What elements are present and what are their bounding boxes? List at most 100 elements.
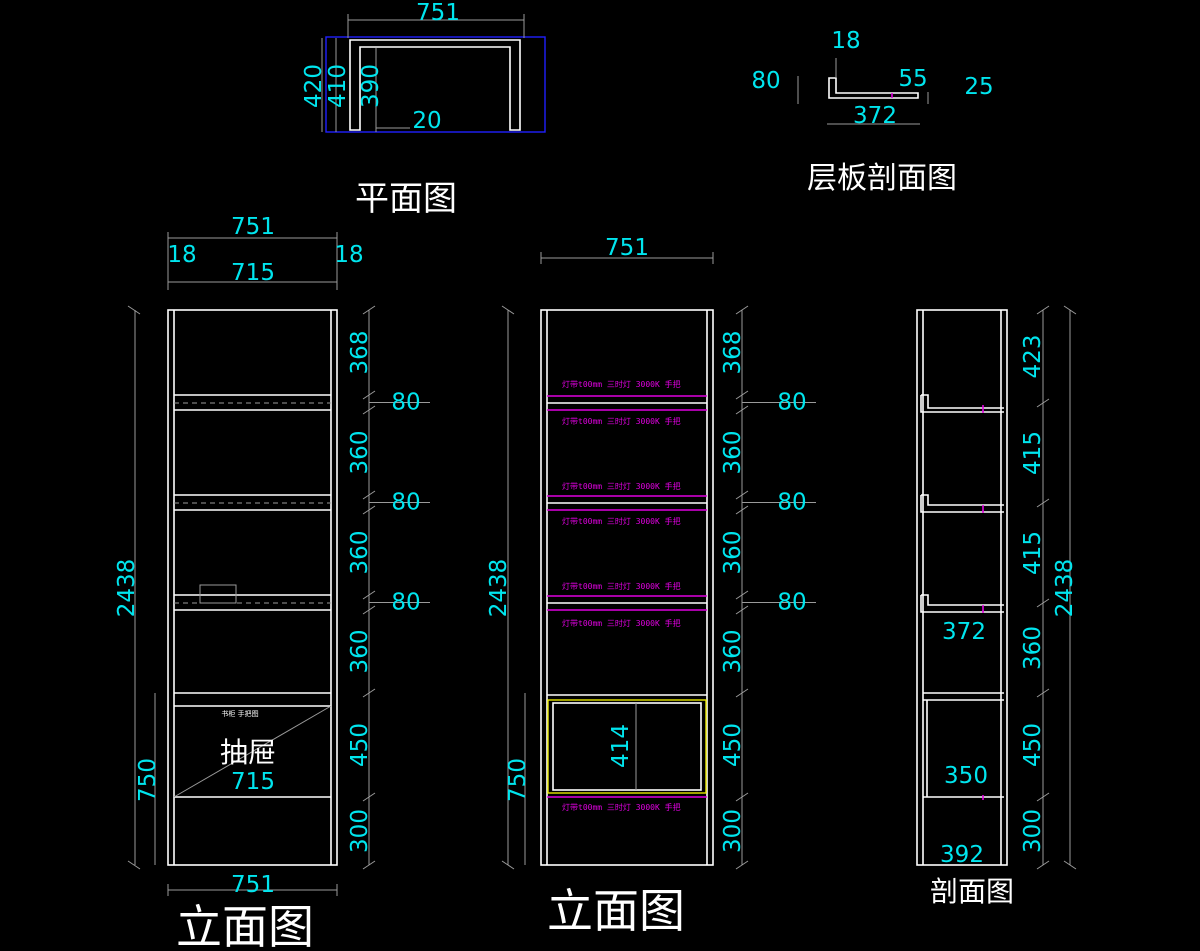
- elev-left-drawer-small-label: 书柜 手把图: [221, 709, 258, 718]
- shelf-section-view: 18 80 55 25 372 层板剖面图: [751, 28, 993, 196]
- plan-width-dimline: [347, 14, 525, 38]
- dim-chain-label: 450: [347, 723, 373, 767]
- section-shelves: [920, 394, 1004, 613]
- section-drawer: [923, 692, 1004, 798]
- dim-chain-label: 360: [1020, 626, 1046, 670]
- elev-left-drawer-height: 750: [135, 758, 161, 802]
- elev-center-drawer-front: [547, 699, 707, 794]
- dim-chain-label: 300: [720, 809, 746, 853]
- shelf-edge-label: 25: [964, 74, 993, 100]
- light-note: 灯带t00mm 三时灯 3000K 手把: [562, 802, 681, 812]
- dim-chain-label: 368: [347, 331, 373, 375]
- plan-depth-inner-label: 390: [358, 64, 384, 108]
- plan-title: 平面图: [355, 179, 457, 219]
- elevation-center: 751 414 灯带t00mm 三时灯 3000K 手把 灯带t00mm 三时灯…: [486, 235, 816, 938]
- section-view: 2438 423 415 415 360 450 300 372 350 392 剖面图: [916, 305, 1078, 908]
- section-title: 剖面图: [930, 875, 1014, 908]
- section-total-height: 2438: [1052, 559, 1078, 618]
- dim-chain-label: 360: [720, 431, 746, 475]
- elev-left-total-height: 2438: [114, 559, 140, 618]
- shelf-section-title: 层板剖面图: [807, 161, 957, 196]
- elev-center-outer: [540, 309, 714, 866]
- dim-chain-label: 300: [1020, 809, 1046, 853]
- elevation-left: 751 18 18 715 抽屉 书柜 手把图 715 2438 750 368…: [114, 214, 430, 951]
- elev-center-shelves: [547, 402, 707, 696]
- elev-center-right-dims: 368 80 360 80 360 80 360 450 300: [720, 305, 816, 870]
- elev-center-light-strips: [547, 395, 707, 798]
- elev-left-outlet: [199, 584, 237, 604]
- light-note: 灯带t00mm 三时灯 3000K 手把: [562, 516, 681, 526]
- elev-left-bottom-width: 751: [231, 872, 275, 898]
- elev-center-opening-height: 414: [608, 724, 634, 768]
- plan-cabinet: [349, 39, 521, 131]
- dim-chain-label: 360: [347, 630, 373, 674]
- dim-chain-line: [1036, 305, 1050, 870]
- section-shelf-depth: 372: [942, 619, 986, 645]
- dim-chain-label: 360: [347, 431, 373, 475]
- light-note: 灯带t00mm 三时灯 3000K 手把: [562, 416, 681, 426]
- dim-chain-label: 80: [391, 390, 420, 416]
- dim-chain-label: 80: [777, 490, 806, 516]
- elev-center-top-width: 751: [605, 235, 649, 261]
- light-note: 灯带t00mm 三时灯 3000K 手把: [562, 379, 681, 389]
- elev-left-right-dims: 368 80 360 80 360 80 360 450 300: [347, 305, 430, 870]
- dim-chain-label: 450: [1020, 723, 1046, 767]
- elev-left-inner-width: 715: [231, 260, 275, 286]
- dim-chain-label: 423: [1020, 335, 1046, 379]
- dim-chain-line: [362, 305, 376, 870]
- elev-center-title: 立面图: [547, 884, 685, 938]
- elev-left-top-width: 751: [231, 214, 275, 240]
- plan-view: 751 420 410 390 20 平面图: [301, 0, 546, 219]
- elev-left-outer: [167, 309, 338, 866]
- dim-chain-label: 80: [777, 390, 806, 416]
- plan-depth-outer-label: 420: [301, 64, 327, 108]
- section-right-dims: 423 415 415 360 450 300: [1020, 305, 1050, 870]
- elev-left-side-right: 18: [334, 242, 363, 268]
- shelf-height-label: 80: [751, 68, 780, 94]
- elev-left-shelf-hidden: [174, 402, 331, 604]
- plan-panel-label: 20: [412, 108, 441, 134]
- shelf-depth-label: 372: [853, 103, 897, 129]
- shelf-lip-label: 55: [898, 66, 927, 92]
- shelf-thickness-label: 18: [831, 28, 860, 54]
- elev-center-light-notes: 灯带t00mm 三时灯 3000K 手把 灯带t00mm 三时灯 3000K 手…: [562, 379, 681, 812]
- elev-left-top-dimlines: [167, 232, 338, 290]
- dim-chain-label: 415: [1020, 531, 1046, 575]
- dim-chain-label: 80: [777, 590, 806, 616]
- section-bottom-depth: 392: [940, 842, 984, 868]
- plan-width-label: 751: [416, 0, 460, 26]
- elev-left-side-left: 18: [167, 242, 196, 268]
- elev-left-drawer-diagonal: [173, 705, 332, 798]
- elev-left-drawer-label: 抽屉: [220, 736, 276, 769]
- section-total-dimline: [1063, 305, 1077, 870]
- light-note: 灯带t00mm 三时灯 3000K 手把: [562, 581, 681, 591]
- dim-chain-label: 360: [347, 531, 373, 575]
- plan-depth-mid-label: 410: [325, 64, 351, 108]
- elev-center-vertical-dimlines: [501, 305, 526, 870]
- dim-chain-label: 360: [720, 630, 746, 674]
- section-panels: [922, 310, 1002, 865]
- elev-center-top-dimline: [540, 252, 714, 264]
- dim-chain-label: 300: [347, 809, 373, 853]
- dim-chain-label: 368: [720, 331, 746, 375]
- dim-chain-label: 415: [1020, 431, 1046, 475]
- elev-center-total-height: 2438: [486, 559, 512, 618]
- section-outer: [916, 309, 1008, 866]
- elev-center-drawer-height: 750: [505, 758, 531, 802]
- elev-left-bottom-dimline: [167, 884, 338, 896]
- dim-chain-label: 80: [391, 590, 420, 616]
- elev-left-drawer-width: 715: [231, 769, 275, 795]
- elev-left-shelves: [174, 394, 331, 798]
- dim-chain-label: 450: [720, 723, 746, 767]
- dim-chain-line: [735, 305, 749, 870]
- dim-chain-label: 80: [391, 490, 420, 516]
- elev-left-title: 立面图: [176, 900, 314, 951]
- section-drawer-depth: 350: [944, 763, 988, 789]
- shelf-section-dimlines: [797, 58, 929, 125]
- light-note: 灯带t00mm 三时灯 3000K 手把: [562, 481, 681, 491]
- light-note: 灯带t00mm 三时灯 3000K 手把: [562, 618, 681, 628]
- dim-chain-label: 360: [720, 531, 746, 575]
- elev-center-drawer-opening: [552, 702, 702, 791]
- plan-outline-blue: [325, 36, 546, 133]
